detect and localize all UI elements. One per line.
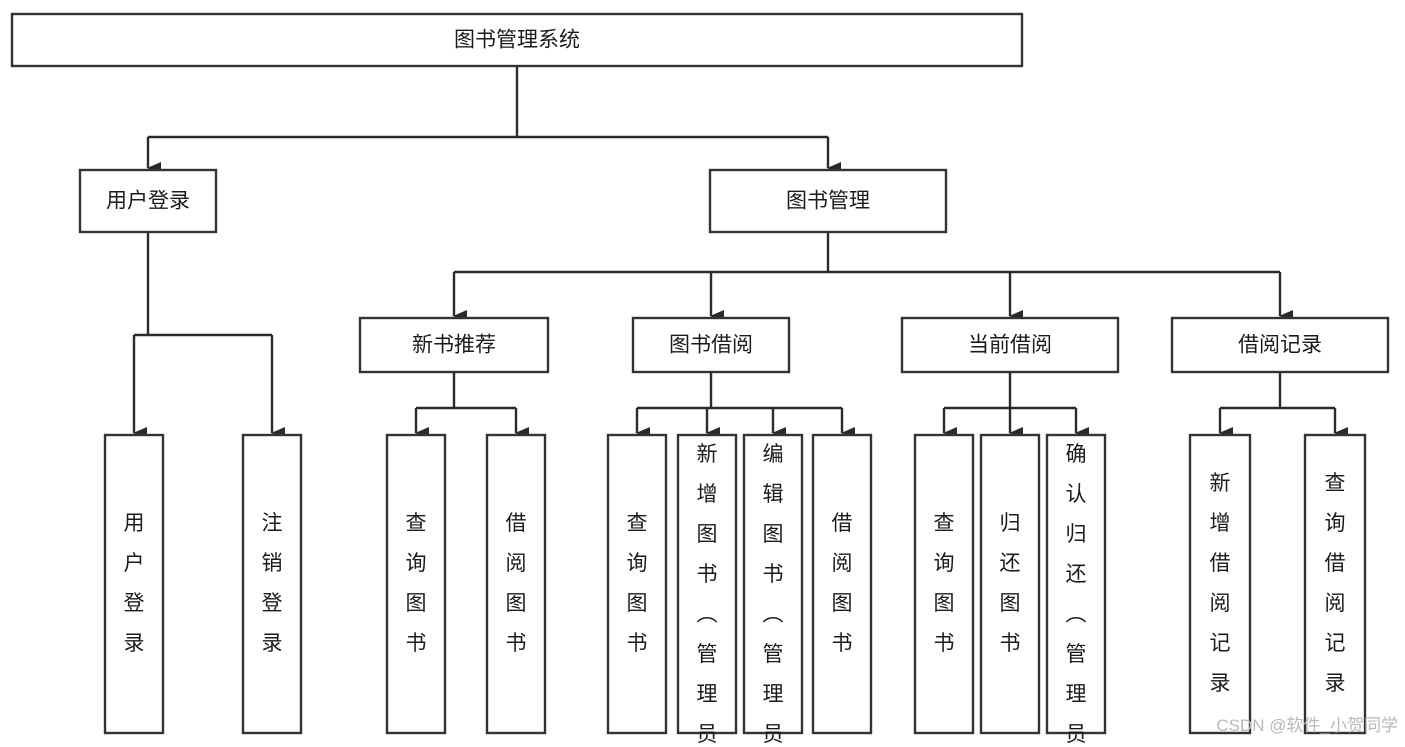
node-box-rect bbox=[485, 433, 547, 735]
node-box-rect bbox=[631, 316, 791, 374]
node-level2-0[interactable]: 新书推荐 bbox=[358, 316, 550, 374]
node-leaf-5[interactable]: 新增图书︵管理员︶ bbox=[676, 433, 738, 747]
node-label: 归还图书 bbox=[1000, 512, 1021, 655]
node-label: 新书推荐 bbox=[412, 334, 496, 357]
node-label: 借阅记录 bbox=[1238, 334, 1322, 357]
connector-layer bbox=[132, 66, 1348, 439]
node-leaf-2[interactable]: 查询图书 bbox=[385, 433, 447, 735]
node-leaf-7[interactable]: 借阅图书 bbox=[811, 433, 873, 735]
node-leaf-1[interactable]: 注销登录 bbox=[241, 433, 303, 735]
node-box-rect bbox=[78, 168, 218, 234]
node-leaf-9[interactable]: 归还图书 bbox=[979, 433, 1041, 735]
node-label: 用户登录 bbox=[106, 190, 190, 213]
node-box-rect bbox=[979, 433, 1041, 735]
node-box-rect bbox=[900, 316, 1120, 374]
node-label: 查询图书 bbox=[627, 512, 648, 655]
node-root-0[interactable]: 图书管理系统 bbox=[10, 12, 1024, 68]
node-label: 注销登录 bbox=[262, 512, 283, 655]
node-label: 查询借阅记录 bbox=[1325, 472, 1346, 695]
node-box-rect bbox=[1045, 433, 1107, 735]
node-leaf-12[interactable]: 查询借阅记录 bbox=[1303, 433, 1367, 735]
node-box-rect bbox=[1170, 316, 1390, 374]
node-leaf-10[interactable]: 确认归还︵管理员︶ bbox=[1045, 433, 1107, 747]
node-box-rect bbox=[103, 433, 165, 735]
node-box-rect bbox=[358, 316, 550, 374]
node-level2-3[interactable]: 借阅记录 bbox=[1170, 316, 1390, 374]
csdn-watermark: CSDN @软件_小贺同学 bbox=[1216, 716, 1398, 735]
node-label: 查询图书 bbox=[406, 512, 427, 655]
node-label: 新增图书︵管理员︶ bbox=[697, 443, 718, 747]
node-label: 确认归还︵管理员︶ bbox=[1066, 443, 1087, 747]
node-label: 图书管理系统 bbox=[454, 29, 580, 52]
node-leaf-3[interactable]: 借阅图书 bbox=[485, 433, 547, 735]
node-box-rect bbox=[811, 433, 873, 735]
node-box-rect bbox=[742, 433, 804, 735]
node-label: 新增借阅记录 bbox=[1210, 472, 1231, 695]
node-label: 借阅图书 bbox=[506, 512, 527, 655]
node-label: 用户登录 bbox=[124, 512, 145, 655]
node-label: 编辑图书︵管理员︶ bbox=[763, 443, 784, 747]
node-layer: 图书管理系统用户登录图书管理新书推荐图书借阅当前借阅借阅记录用户登录注销登录查询… bbox=[10, 12, 1390, 747]
node-box-rect bbox=[1188, 433, 1252, 735]
node-level1-1[interactable]: 图书管理 bbox=[708, 168, 948, 234]
node-leaf-8[interactable]: 查询图书 bbox=[913, 433, 975, 735]
node-box-rect bbox=[1303, 433, 1367, 735]
node-box-rect bbox=[913, 433, 975, 735]
node-label: 当前借阅 bbox=[968, 334, 1052, 357]
node-label: 查询图书 bbox=[934, 512, 955, 655]
node-box-rect bbox=[676, 433, 738, 735]
node-label: 借阅图书 bbox=[832, 512, 853, 655]
node-box-rect bbox=[385, 433, 447, 735]
node-level1-0[interactable]: 用户登录 bbox=[78, 168, 218, 234]
node-leaf-6[interactable]: 编辑图书︵管理员︶ bbox=[742, 433, 804, 747]
node-box-rect bbox=[708, 168, 948, 234]
node-leaf-4[interactable]: 查询图书 bbox=[606, 433, 668, 735]
node-box-rect bbox=[241, 433, 303, 735]
node-box-rect bbox=[10, 12, 1024, 68]
node-box-rect bbox=[606, 433, 668, 735]
node-leaf-0[interactable]: 用户登录 bbox=[103, 433, 165, 735]
node-level2-2[interactable]: 当前借阅 bbox=[900, 316, 1120, 374]
node-label: 图书管理 bbox=[786, 190, 870, 213]
node-leaf-11[interactable]: 新增借阅记录 bbox=[1188, 433, 1252, 735]
node-level2-1[interactable]: 图书借阅 bbox=[631, 316, 791, 374]
node-label: 图书借阅 bbox=[669, 334, 753, 357]
